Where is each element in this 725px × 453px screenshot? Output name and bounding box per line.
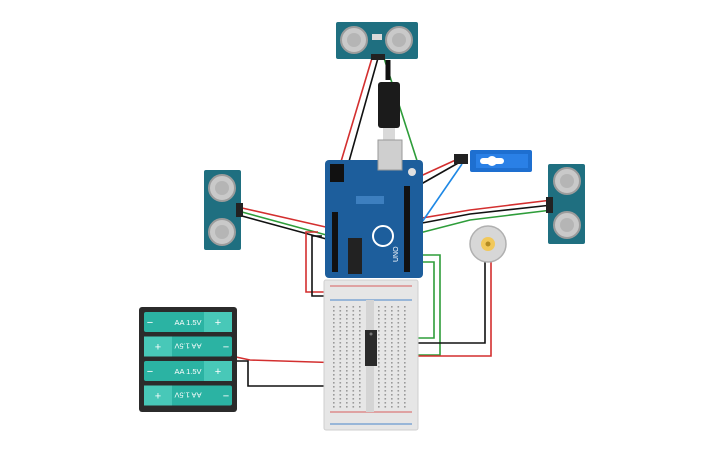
ic-chip[interactable]	[365, 330, 377, 366]
usb-cable	[378, 60, 400, 140]
wire-black-battery	[236, 360, 334, 387]
battery-cell: + − AA 1.5V	[144, 336, 232, 357]
arduino-uno[interactable]: UNO	[325, 139, 423, 278]
battery-cell-label: AA 1.5V	[174, 391, 201, 400]
battery-negative-label: −	[223, 391, 229, 403]
battery-negative-label: −	[223, 342, 229, 354]
wire-black-arduino-bb	[311, 235, 334, 297]
dc-motor[interactable]	[469, 225, 507, 263]
battery-negative-label: −	[147, 366, 153, 378]
wire-green-right-sensor	[399, 209, 553, 239]
battery-positive-label: +	[155, 342, 161, 354]
wire-green-arduino-bb-1	[400, 254, 441, 356]
ultrasonic-sensor-left[interactable]	[204, 170, 243, 250]
wire-red-battery	[235, 356, 346, 364]
battery-cell: + − AA 1.5V	[144, 361, 232, 381]
battery-negative-label: −	[147, 317, 153, 329]
ultrasonic-sensor-right[interactable]	[546, 164, 585, 244]
battery-cell-label: AA 1.5V	[174, 342, 201, 351]
battery-pack[interactable]: +−AA 1.5V+−AA 1.5V+−AA 1.5V+−AA 1.5V	[139, 307, 237, 412]
wire-red-arduino-bb	[305, 231, 330, 293]
battery-cell: + − AA 1.5V	[144, 385, 232, 406]
arduino-uno-label: UNO	[393, 246, 400, 262]
battery-cell-label: AA 1.5V	[174, 367, 201, 376]
wire-blue-servo	[419, 163, 463, 226]
battery-positive-label: +	[155, 391, 161, 403]
servo-motor[interactable]	[454, 150, 532, 172]
battery-cell: + − AA 1.5V	[144, 312, 232, 332]
battery-positive-label: +	[215, 366, 221, 378]
wire-red-motor	[400, 262, 492, 357]
battery-cell-label: AA 1.5V	[174, 318, 201, 327]
battery-positive-label: +	[215, 317, 221, 329]
wire-black-motor	[398, 262, 486, 344]
ultrasonic-sensor-top[interactable]	[336, 22, 418, 60]
